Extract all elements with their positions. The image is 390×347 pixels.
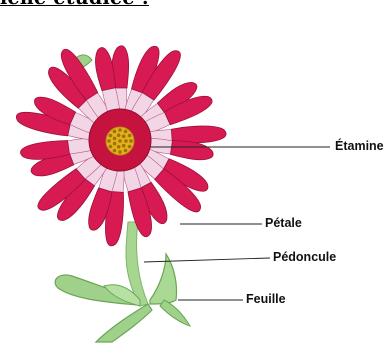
leaf-tip-right <box>160 300 190 326</box>
stamen-dot <box>109 134 113 138</box>
stamen-dot <box>124 139 128 143</box>
label-peduncle: Pédoncule <box>273 250 336 264</box>
stamen-dot <box>122 135 126 139</box>
stamen-dot <box>113 142 117 146</box>
leaf-bottom <box>96 304 152 342</box>
petal-tip <box>170 139 214 162</box>
petal-tip <box>92 46 117 91</box>
stamen-dot <box>113 137 117 141</box>
stamen-dot <box>113 130 117 134</box>
stamen-dot <box>113 149 117 153</box>
label-petal: Pétale <box>265 216 302 230</box>
stamen-dot <box>107 139 111 143</box>
stamen-dot <box>118 139 122 143</box>
stamen-dot <box>117 133 121 137</box>
stamen-dot <box>118 150 122 154</box>
stamen-dot <box>124 149 128 153</box>
stamen-dot <box>129 139 133 143</box>
stamen-dot <box>128 134 132 138</box>
stamen-dot <box>124 130 128 134</box>
stamen-dot <box>117 145 121 149</box>
stamen-dot <box>109 145 113 149</box>
flower-center <box>89 109 151 171</box>
stamen-dot <box>118 128 122 132</box>
label-leaf: Feuille <box>246 292 286 306</box>
label-stamen: Étamine <box>335 139 384 153</box>
stamen-dot <box>122 144 126 148</box>
peduncle-leader-line <box>144 258 270 262</box>
stamen-dot <box>128 145 132 149</box>
